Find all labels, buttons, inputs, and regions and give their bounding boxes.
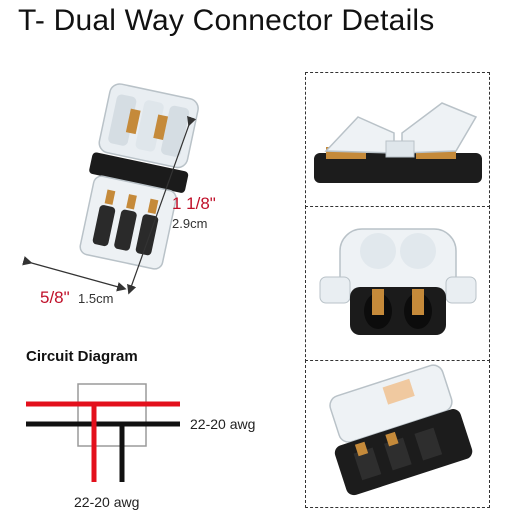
connector-front-image [319, 228, 477, 335]
bottom-wire-gauge-label: 22-20 awg [74, 494, 140, 510]
circuit-diagram-title: Circuit Diagram [26, 348, 138, 365]
panel-closed-angled-view [305, 360, 490, 508]
width-dimension-arrow [22, 256, 127, 292]
connector-open-side-image [314, 102, 482, 183]
page-title: T- Dual Way Connector Details [18, 4, 435, 37]
length-fraction-label: 1 1/8" [172, 194, 216, 213]
panel-front-view [305, 206, 490, 362]
right-wire-gauge-label: 22-20 awg [190, 416, 256, 432]
connector-closed-angled-image [329, 364, 473, 496]
connector-frame [77, 383, 147, 447]
panel-open-side-view [305, 72, 490, 208]
width-fraction-label: 5/8" [40, 288, 70, 307]
circuit-diagram [26, 383, 180, 482]
length-metric-label: 2.9cm [172, 216, 208, 231]
width-metric-label: 1.5cm [78, 291, 114, 306]
